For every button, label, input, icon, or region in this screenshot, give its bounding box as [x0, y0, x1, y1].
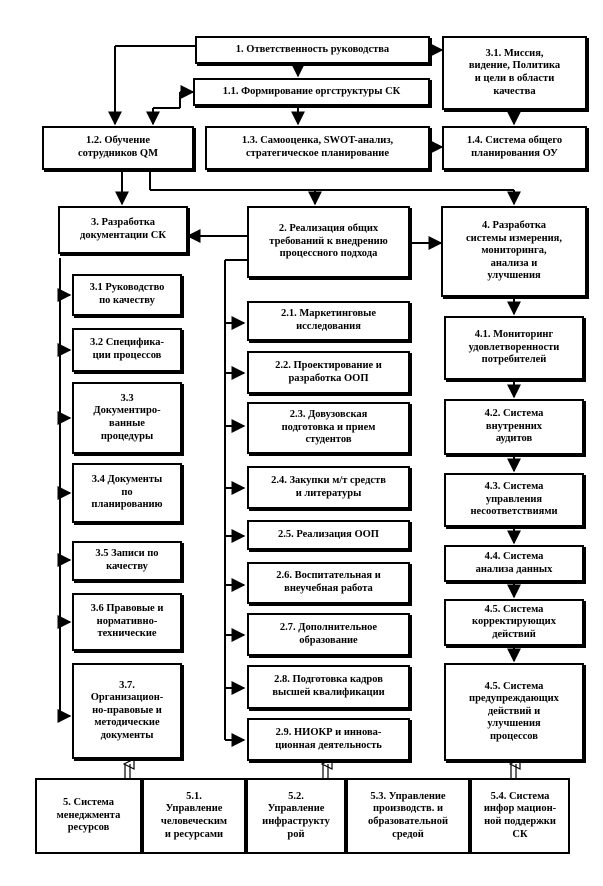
box-3-1-quality-manual: 3.1 Руководство по качеству [72, 274, 182, 316]
box-5-2-infrastructure: 5.2. Управление инфраструкту рой [246, 778, 346, 854]
box-4-2-internal-audits: 4.2. Система внутренних аудитов [444, 399, 584, 455]
box-2-6-educational-work: 2.6. Воспитательная и внеучебная работа [247, 562, 410, 604]
box-1-management-responsibility: 1. Ответственность руководства [195, 36, 430, 64]
box-3-1-mission-vision-policy: 3.1. Миссия, видение, Политика и цели в … [442, 36, 587, 110]
box-5-resource-management: 5. Система менеджмента ресурсов [35, 778, 142, 854]
box-4-measurement-system: 4. Разработка системы измерения, монитор… [441, 206, 587, 297]
box-2-8-highly-qualified-staff: 2.8. Подготовка кадров высшей квалификац… [247, 665, 410, 709]
box-5-1-human-resources: 5.1. Управление человеческим и ресурсами [142, 778, 246, 854]
box-2-7-additional-education: 2.7. Дополнительное образование [247, 613, 410, 656]
box-2-process-approach: 2. Реализация общих требований к внедрен… [247, 206, 410, 278]
box-1-4-general-planning: 1.4. Система общего планирования ОУ [442, 126, 587, 170]
box-3-2-process-specifications: 3.2 Специфика- ции процессов [72, 328, 182, 372]
box-1-3-self-assessment-swot: 1.3. Самооценка, SWOT-анализ, стратегиче… [205, 126, 430, 170]
box-3-7-organizational-methodical: 3.7. Организацион- но-правовые и методич… [72, 663, 182, 759]
box-3-6-legal-technical: 3.6 Правовые и нормативно- технические [72, 593, 182, 651]
box-4-5-corrective-actions: 4.5. Система корректирующих действий [444, 599, 584, 646]
box-2-4-procurement: 2.4. Закупки м/т средств и литературы [247, 466, 410, 509]
box-4-4-data-analysis: 4.4. Система анализа данных [444, 545, 584, 582]
box-2-3-pre-university-admission: 2.3. Довузовская подготовка и прием студ… [247, 402, 410, 454]
box-5-4-information-support: 5.4. Система инфор мацион- ной поддержки… [470, 778, 570, 854]
box-3-4-planning-documents: 3.4 Документы по планированию [72, 463, 182, 523]
box-2-9-research-innovation: 2.9. НИОКР и иннова- ционная деятельност… [247, 718, 410, 761]
box-1-1-org-structure: 1.1. Формирование оргструктуры СК [193, 78, 430, 106]
box-4-3-nonconformity-management: 4.3. Система управления несоответствиями [444, 473, 584, 527]
box-2-5-program-implementation: 2.5. Реализация ООП [247, 520, 410, 550]
box-1-2-staff-training: 1.2. Обучение сотрудников QM [42, 126, 194, 170]
box-3-3-documented-procedures: 3.3 Документиро- ванные процедуры [72, 382, 182, 454]
box-3-documentation: 3. Разработка документации СК [58, 206, 188, 254]
box-2-2-design-development: 2.2. Проектирование и разработка ООП [247, 351, 410, 394]
box-4-5-preventive-actions: 4.5. Система предупреждающих действий и … [444, 663, 584, 761]
box-3-5-quality-records: 3.5 Записи по качеству [72, 541, 182, 581]
box-2-1-marketing-research: 2.1. Маркетинговые исследования [247, 301, 410, 341]
box-5-3-production-environment: 5.3. Управление производств. и образоват… [346, 778, 470, 854]
box-4-1-customer-satisfaction: 4.1. Мониторинг удовлетворенности потреб… [444, 316, 584, 380]
